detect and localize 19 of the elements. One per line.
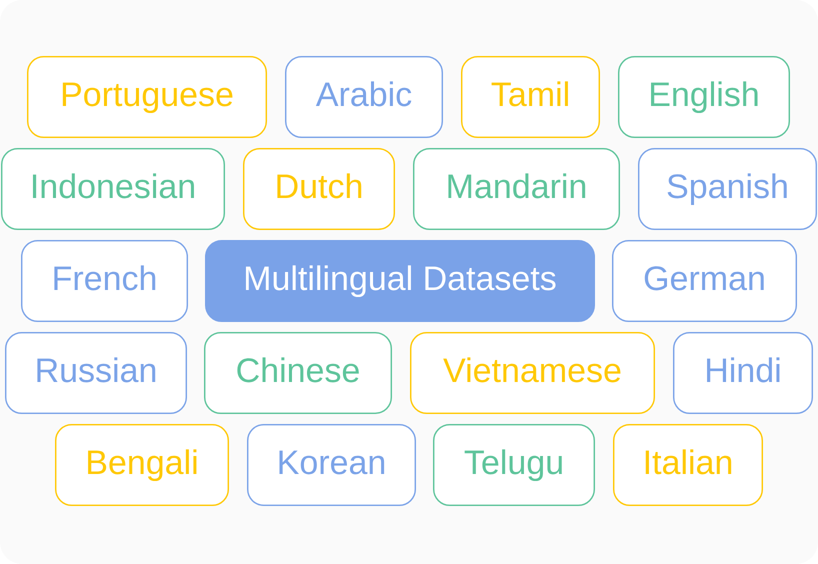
language-chip: Portuguese xyxy=(27,56,267,138)
language-chip: Russian xyxy=(5,332,187,414)
language-chip: English xyxy=(618,56,790,138)
language-chip: Arabic xyxy=(285,56,443,138)
language-chip: German xyxy=(612,240,797,322)
language-chip: Indonesian xyxy=(1,148,225,230)
language-chip: Chinese xyxy=(204,332,392,414)
language-chip: Dutch xyxy=(243,148,395,230)
language-chip: Spanish xyxy=(638,148,817,230)
language-chip: French xyxy=(21,240,188,322)
language-chip: Mandarin xyxy=(413,148,620,230)
language-chip: Telugu xyxy=(433,424,595,506)
language-chip: Italian xyxy=(613,424,763,506)
language-chip: Bengali xyxy=(55,424,229,506)
language-chip: Hindi xyxy=(673,332,813,414)
highlight-chip: Multilingual Datasets xyxy=(205,240,595,322)
language-chip: Korean xyxy=(247,424,416,506)
language-chip: Vietnamese xyxy=(410,332,655,414)
language-chip: Tamil xyxy=(461,56,600,138)
